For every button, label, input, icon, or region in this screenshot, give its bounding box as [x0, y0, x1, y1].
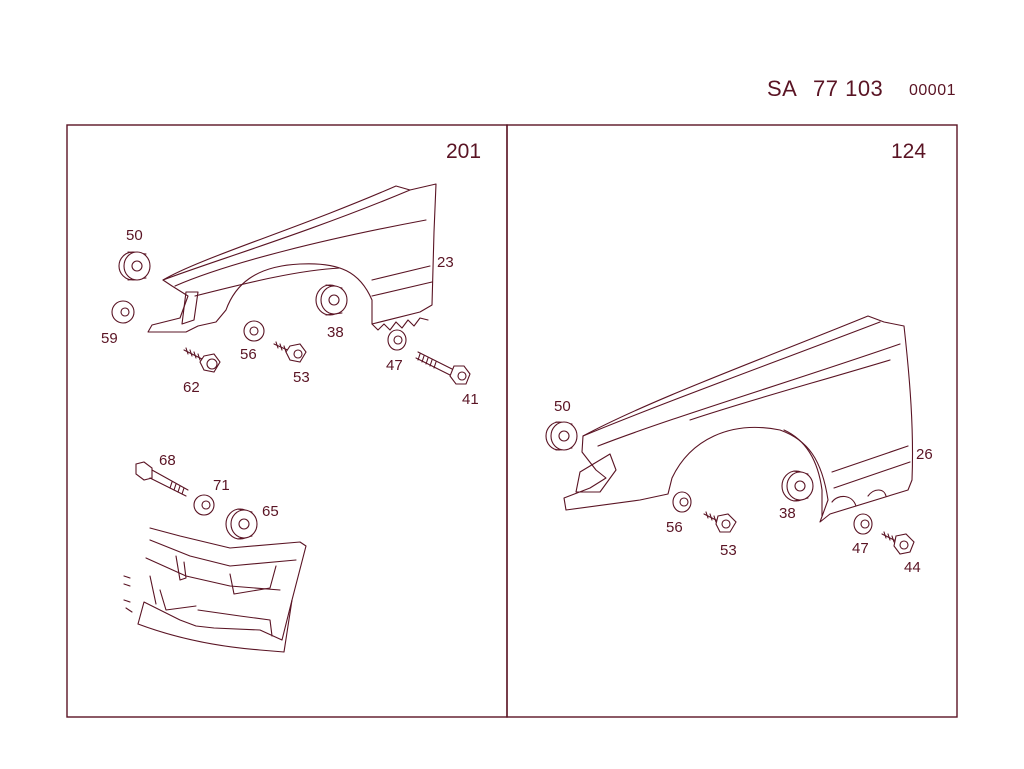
part-68-bolt [135, 461, 189, 497]
part-59-washer [111, 300, 135, 324]
part-label-50: 50 [126, 227, 143, 244]
panel-left-model-label: 201 [446, 140, 481, 163]
part-label-56-right: 56 [666, 519, 683, 536]
part-41-bolt [415, 351, 471, 385]
part-label-59: 59 [101, 330, 118, 347]
part-71-washer [193, 494, 215, 516]
sheet-prefix: SA [767, 76, 798, 101]
part-label-53-right: 53 [720, 542, 737, 559]
part-47-washer-124 [853, 513, 873, 535]
part-47-washer-201 [387, 329, 407, 351]
part-label-62: 62 [183, 379, 200, 396]
fender-201 [147, 183, 437, 333]
part-50-bushing-124 [545, 421, 578, 451]
part-65-bushing [225, 508, 258, 540]
part-label-26: 26 [916, 446, 933, 463]
part-53-screw-124 [703, 511, 737, 533]
part-53-screw-201 [273, 341, 307, 363]
part-label-23: 23 [437, 254, 454, 271]
part-56-cap-124 [672, 491, 692, 513]
sheet-number: 77 103 [813, 76, 884, 101]
part-label-50-right: 50 [554, 398, 571, 415]
part-38-bushing-124 [781, 470, 814, 502]
part-label-71: 71 [213, 477, 230, 494]
bumper-corner-201 [123, 527, 307, 653]
part-62-screw [183, 347, 221, 373]
fender-124 [563, 315, 914, 523]
part-label-56: 56 [240, 346, 257, 363]
part-50-bushing-201 [118, 251, 151, 281]
part-label-44: 44 [904, 559, 921, 576]
part-label-47-right: 47 [852, 540, 869, 557]
panel-left-frame [66, 124, 508, 718]
part-label-68: 68 [159, 452, 176, 469]
panel-right-frame [506, 124, 958, 718]
part-label-41: 41 [462, 391, 479, 408]
part-label-38: 38 [327, 324, 344, 341]
sheet-code: 00001 [909, 82, 956, 99]
part-label-53: 53 [293, 369, 310, 386]
part-38-bushing-201 [315, 284, 348, 316]
part-label-47: 47 [386, 357, 403, 374]
part-label-38-right: 38 [779, 505, 796, 522]
part-56-cap-201 [243, 320, 265, 342]
part-label-65: 65 [262, 503, 279, 520]
part-44-screw [881, 531, 915, 555]
panel-right-model-label: 124 [891, 140, 926, 163]
